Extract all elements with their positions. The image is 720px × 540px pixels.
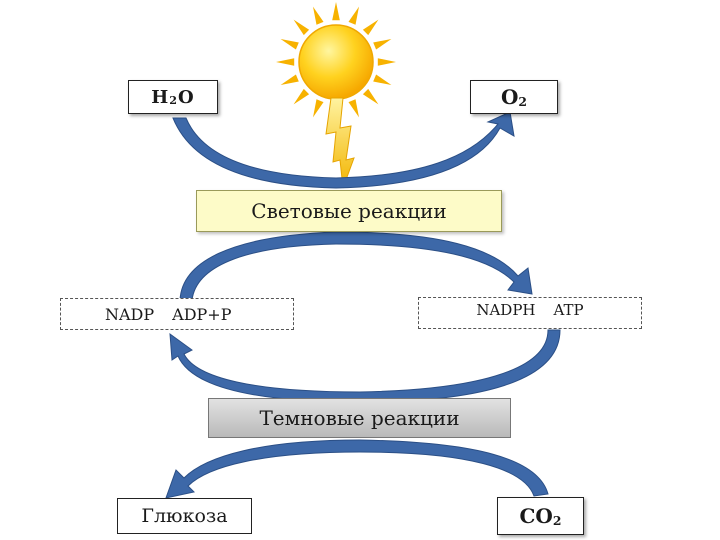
co2-label-sub: 2: [552, 512, 562, 528]
dark-reactions-box: Темновые реакции: [208, 398, 511, 438]
sun-ray: [293, 19, 310, 36]
light-reactions-box: Световые реакции: [196, 190, 502, 232]
arrow-co2-to-glucose: [165, 439, 549, 499]
co2-label-main: CO: [519, 504, 553, 528]
sun-ray: [280, 74, 299, 85]
water-label-main: H: [151, 86, 170, 108]
light-reactions-label: Световые реакции: [251, 199, 447, 223]
arrow-light-to-nadph: [179, 231, 533, 301]
arrow-nadph-to-nadp: [169, 329, 561, 403]
glucose-label: Глюкоза: [141, 505, 228, 527]
adp-label: ADP+P: [172, 304, 232, 324]
sun-ray: [377, 58, 396, 66]
sun-ray: [276, 58, 295, 66]
nadph-atp-box: NADPH ATP: [418, 297, 642, 329]
sun-ray: [348, 99, 359, 118]
sun-ray: [362, 19, 379, 36]
oxygen-label-sub: 2: [518, 93, 528, 109]
sun-ray: [313, 99, 324, 118]
sun-ray: [280, 39, 299, 50]
sun-ray: [373, 39, 392, 50]
sun-ray: [362, 88, 379, 105]
sun-ray: [332, 2, 340, 21]
nadph-label: NADPH: [476, 301, 536, 319]
sun-ray: [293, 88, 310, 105]
sunlight-bolt: [325, 97, 355, 189]
nadp-adp-box: NADP ADP+P: [60, 298, 294, 330]
dark-reactions-label: Темновые реакции: [259, 406, 460, 430]
sun-icon: [298, 24, 374, 100]
water-label-tail: O: [178, 86, 195, 108]
glucose-box: Глюкоза: [117, 498, 252, 534]
sun-ray: [313, 6, 324, 25]
nadp-label: NADP: [105, 304, 155, 324]
oxygen-label-main: O: [500, 85, 519, 109]
water-label-sub: 2: [169, 94, 179, 108]
sun-ray: [373, 74, 392, 85]
atp-label: ATP: [553, 301, 584, 319]
sun-ray: [348, 6, 359, 25]
